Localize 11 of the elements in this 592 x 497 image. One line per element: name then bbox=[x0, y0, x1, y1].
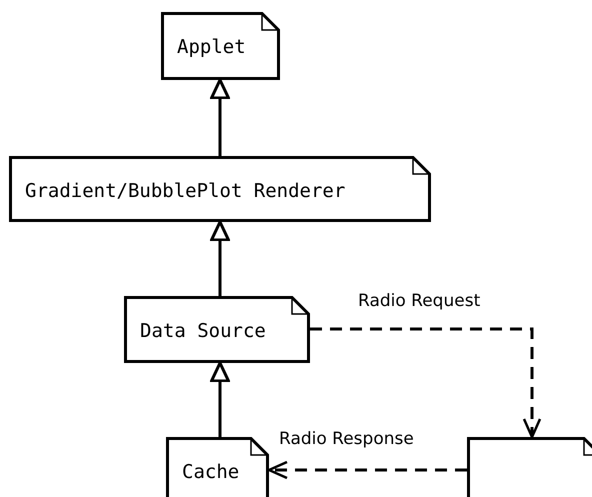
inheritance-arrow bbox=[210, 78, 230, 156]
edge-label: Radio Request bbox=[358, 290, 480, 312]
dashed-arrow bbox=[268, 460, 467, 480]
note-text: Cache bbox=[182, 461, 240, 483]
note-text: Gradient/BubblePlot Renderer bbox=[25, 180, 346, 202]
edge-label: Radio Response bbox=[279, 428, 414, 450]
note-text: Applet bbox=[177, 36, 246, 58]
note-text: Data Source bbox=[140, 320, 266, 342]
inheritance-arrow bbox=[210, 362, 230, 437]
dashed-arrow bbox=[310, 328, 542, 438]
inheritance-arrow bbox=[210, 220, 230, 296]
